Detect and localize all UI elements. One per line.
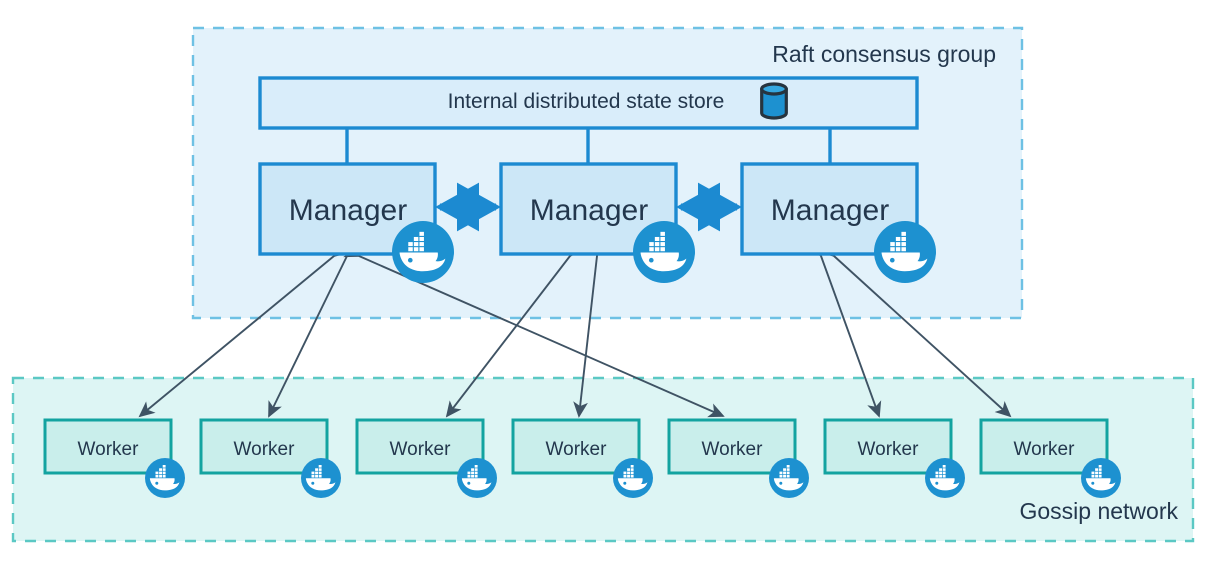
manager-worker-links — [138, 240, 1012, 418]
worker-5-label: Worker — [702, 439, 764, 460]
state-store-box[interactable] — [258, 76, 919, 130]
worker-2[interactable]: Worker — [199, 418, 341, 498]
worker-6-label: Worker — [858, 439, 920, 460]
worker-3[interactable]: Worker — [355, 418, 497, 498]
worker-4[interactable]: Worker — [511, 418, 653, 498]
link-worker-3-manager-2 — [445, 240, 585, 418]
link-worker-2-manager-1 — [268, 240, 360, 418]
state-store-connectors — [345, 126, 832, 166]
docker-whale-icon — [769, 458, 809, 498]
worker-2-box[interactable] — [199, 418, 329, 475]
docker-whale-icon — [301, 458, 341, 498]
docker-whale-icon — [145, 458, 185, 498]
docker-whale-icon — [457, 458, 497, 498]
worker-6-box[interactable] — [823, 418, 953, 475]
database-cylinder-icon — [760, 82, 788, 120]
worker-6[interactable]: Worker — [823, 418, 965, 498]
worker-2-label: Worker — [234, 439, 296, 460]
state-store-label: Internal distributed state store — [448, 90, 725, 113]
worker-1[interactable]: Worker — [43, 418, 185, 498]
manager-3-label: Manager — [771, 194, 889, 227]
docker-whale-icon — [1081, 458, 1121, 498]
worker-3-box[interactable] — [355, 418, 485, 475]
docker-whale-icon — [392, 221, 454, 283]
worker-7-label: Worker — [1014, 439, 1076, 460]
docker-whale-icon — [613, 458, 653, 498]
docker-whale-icon — [925, 458, 965, 498]
gossip-group-label: Gossip network — [1019, 498, 1178, 524]
managers: Manager Manager Manager — [258, 162, 936, 283]
worker-1-box[interactable] — [43, 418, 173, 475]
manager-2[interactable]: Manager — [499, 162, 695, 283]
worker-3-label: Worker — [390, 439, 452, 460]
worker-4-label: Worker — [546, 439, 608, 460]
manager-1[interactable]: Manager — [258, 162, 454, 283]
manager-1-label: Manager — [289, 194, 407, 227]
manager-2-label: Manager — [530, 194, 648, 227]
docker-whale-icon — [633, 221, 695, 283]
link-worker-7-manager-3 — [818, 241, 1012, 418]
manager-3[interactable]: Manager — [740, 162, 936, 283]
worker-5[interactable]: Worker — [667, 418, 809, 498]
worker-7-box[interactable] — [979, 418, 1109, 475]
worker-4-box[interactable] — [511, 418, 641, 475]
raft-group-label: Raft consensus group — [772, 41, 996, 67]
link-worker-4-manager-2 — [573, 241, 606, 418]
workers: Worker Worker Worker Worker Worker Worker Work… — [43, 418, 1121, 498]
internal-state-store-node: Internal distributed state store — [258, 76, 919, 130]
worker-1-label: Worker — [78, 439, 140, 460]
worker-5-box[interactable] — [667, 418, 797, 475]
docker-whale-icon — [874, 221, 936, 283]
worker-7[interactable]: Worker — [979, 418, 1121, 498]
